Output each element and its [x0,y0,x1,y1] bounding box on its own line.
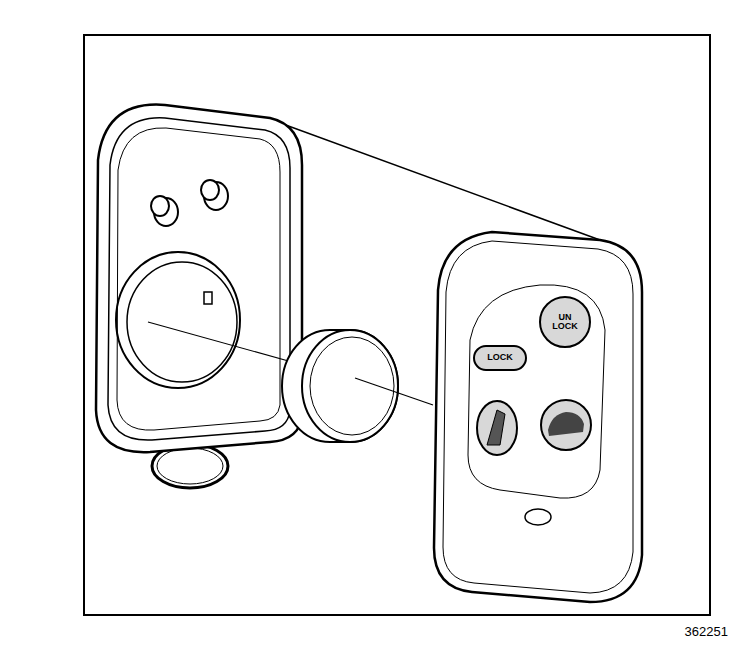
figure-number: 362251 [685,624,728,639]
button-label: LOCK [487,353,513,362]
leader-line [148,322,292,362]
coin-battery [302,330,398,442]
key-ring [157,448,223,484]
button-label: UN LOCK [551,313,579,332]
coin-battery [282,330,398,442]
post [201,180,219,200]
back-housing [96,105,302,453]
battery-holder [116,252,240,388]
trunk-icon [487,410,505,445]
post [151,196,169,216]
panic-button [541,400,591,450]
leader-line [355,378,433,405]
led-window [525,509,551,525]
battery-holder [127,262,237,382]
housing-rim [117,128,280,430]
frame [84,35,710,615]
front-cover [434,232,642,602]
car-icon [548,412,584,436]
remote-button: LOCK [473,345,527,371]
front-cover-rim [443,241,633,593]
housing-rim [108,118,290,440]
trunk-button [477,401,517,455]
remote-button: UN LOCK [539,296,591,348]
coin-battery [310,337,394,435]
outline-line [272,120,600,240]
holder-tab [204,292,212,304]
button-surround [468,285,605,498]
